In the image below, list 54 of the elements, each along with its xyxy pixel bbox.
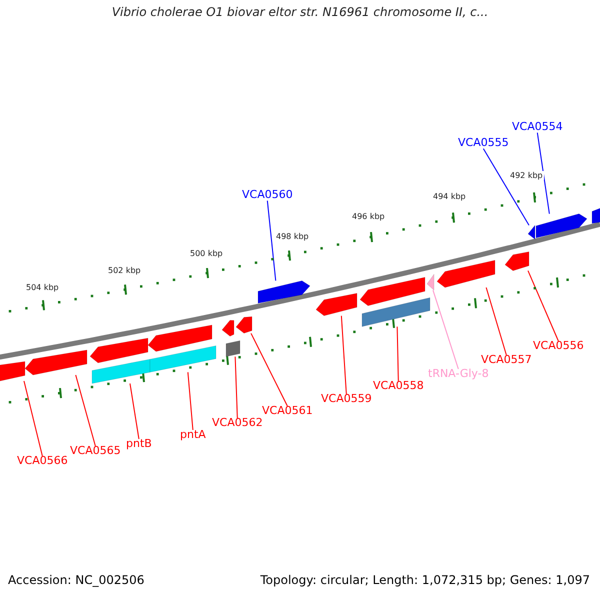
- leader-line: [234, 356, 238, 418]
- footer-text: Accession: NC_002506: [8, 574, 144, 588]
- gene-feature: [436, 260, 496, 288]
- leader-line: [340, 315, 347, 394]
- gene-label: VCA0561: [262, 405, 313, 418]
- leader-line: [24, 380, 43, 456]
- gene-label: VCA0559: [321, 393, 372, 406]
- gene-feature: [360, 277, 426, 306]
- gene-label: VCA0560: [242, 189, 293, 202]
- gene-feature: [504, 251, 530, 271]
- footer-text: Topology: circular; Length: 1,072,315 bp; Genes: 1,097: [260, 574, 590, 588]
- scale-label: 500 kbp: [189, 249, 224, 258]
- gene-feature: [236, 316, 252, 334]
- gene-label: VCA0554: [512, 121, 563, 134]
- scale-label: 496 kbp: [351, 212, 386, 222]
- gene-label: pntB: [126, 438, 152, 451]
- gene-label: VCA0558: [373, 380, 424, 393]
- gene-feature: [316, 293, 358, 316]
- gene-bar: [92, 358, 150, 384]
- scale-label: 492 kbp: [509, 171, 544, 180]
- leader-line: [536, 132, 550, 214]
- leader-line: [187, 372, 194, 430]
- gene-label: tRNA-Gly-8: [428, 368, 489, 381]
- gene-label: VCA0566: [17, 455, 68, 468]
- gene-label: pntA: [180, 429, 206, 442]
- map-title: Vibrio cholerae O1 biovar eltor str. N16961 chromosome II, c...: [110, 6, 490, 20]
- scale-label: 502 kbp: [107, 266, 142, 276]
- gene-feature: [222, 320, 234, 337]
- gene-feature: [90, 338, 148, 364]
- leader-line: [432, 290, 459, 370]
- gene-label: VCA0565: [70, 445, 121, 458]
- leader-line: [486, 287, 507, 356]
- leader-line: [130, 383, 140, 440]
- gene-feature: [0, 361, 26, 382]
- gene-bar: [226, 340, 240, 357]
- gene-label: VCA0555: [458, 137, 509, 150]
- gene-feature: [592, 208, 600, 224]
- gene-label: VCA0556: [533, 340, 584, 353]
- gene-feature: [258, 280, 310, 304]
- leader-line: [75, 374, 96, 446]
- gene-bar: [150, 345, 216, 372]
- gene-feature: [426, 274, 434, 290]
- gene-bar: [362, 297, 430, 327]
- gene-label: VCA0557: [481, 354, 532, 367]
- gene-feature: [148, 324, 212, 352]
- leader-line: [396, 326, 399, 382]
- scale-label: 494 kbp: [432, 192, 467, 202]
- leader-line: [528, 270, 559, 342]
- leader-line: [250, 332, 288, 406]
- leader-line: [482, 148, 530, 226]
- gene-label: VCA0562: [212, 417, 263, 430]
- scale-label: 504 kbp: [25, 283, 60, 292]
- scale-label: 498 kbp: [275, 232, 310, 242]
- leader-line: [266, 200, 276, 282]
